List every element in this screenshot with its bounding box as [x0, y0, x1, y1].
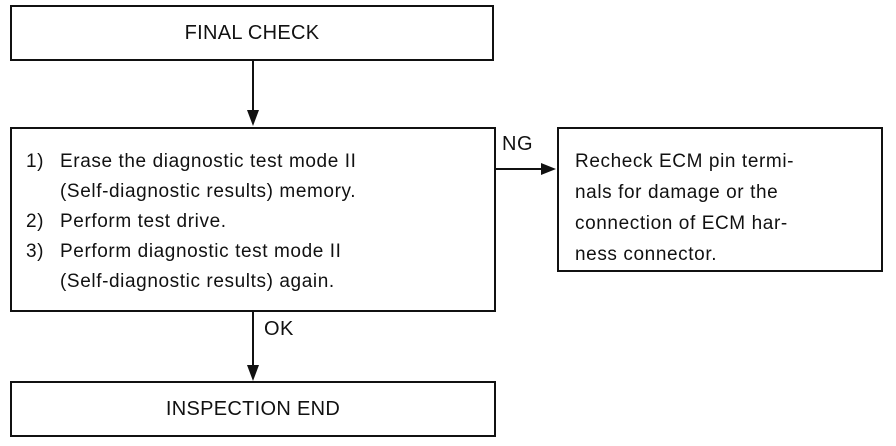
step-line: Perform diagnostic test mode II [60, 241, 342, 262]
step-line: (Self-diagnostic results) again. [60, 271, 335, 292]
arrowhead-down-icon [247, 110, 259, 126]
procedure-box: 1) Erase the diagnostic test mode II (Se… [10, 127, 496, 312]
step-number: 3) [26, 241, 45, 262]
final-check-box: FINAL CHECK [10, 5, 494, 61]
step-text: Erase the diagnostic test mode II (Self-… [60, 147, 478, 207]
recheck-box: Recheck ECM pin termi- nals for damage o… [557, 127, 883, 272]
arrowhead-down-icon [247, 365, 259, 381]
procedure-step: 1) Erase the diagnostic test mode II (Se… [26, 147, 478, 207]
procedure-step: 3) Perform diagnostic test mode II (Self… [26, 237, 478, 297]
step-text: Perform test drive. [60, 207, 478, 237]
inspection-end-box: INSPECTION END [10, 381, 496, 437]
final-check-label: FINAL CHECK [184, 21, 320, 44]
recheck-line: ness connector. [575, 244, 718, 265]
step-line: Perform test drive. [60, 211, 227, 232]
ng-label: NG [502, 133, 533, 155]
arrowhead-right-icon [541, 163, 556, 175]
recheck-line: nals for damage or the [575, 182, 779, 203]
recheck-line: connection of ECM har- [575, 213, 788, 234]
recheck-line: Recheck ECM pin termi- [575, 151, 795, 172]
step-text: Perform diagnostic test mode II (Self-di… [60, 237, 478, 297]
inspection-end-label: INSPECTION END [165, 397, 341, 420]
step-number: 2) [26, 211, 45, 232]
step-line: (Self-diagnostic results) memory. [60, 181, 357, 202]
procedure-step: 2) Perform test drive. [26, 207, 478, 237]
ok-label: OK [264, 318, 294, 340]
step-line: Erase the diagnostic test mode II [60, 151, 357, 172]
step-number: 1) [26, 151, 45, 172]
